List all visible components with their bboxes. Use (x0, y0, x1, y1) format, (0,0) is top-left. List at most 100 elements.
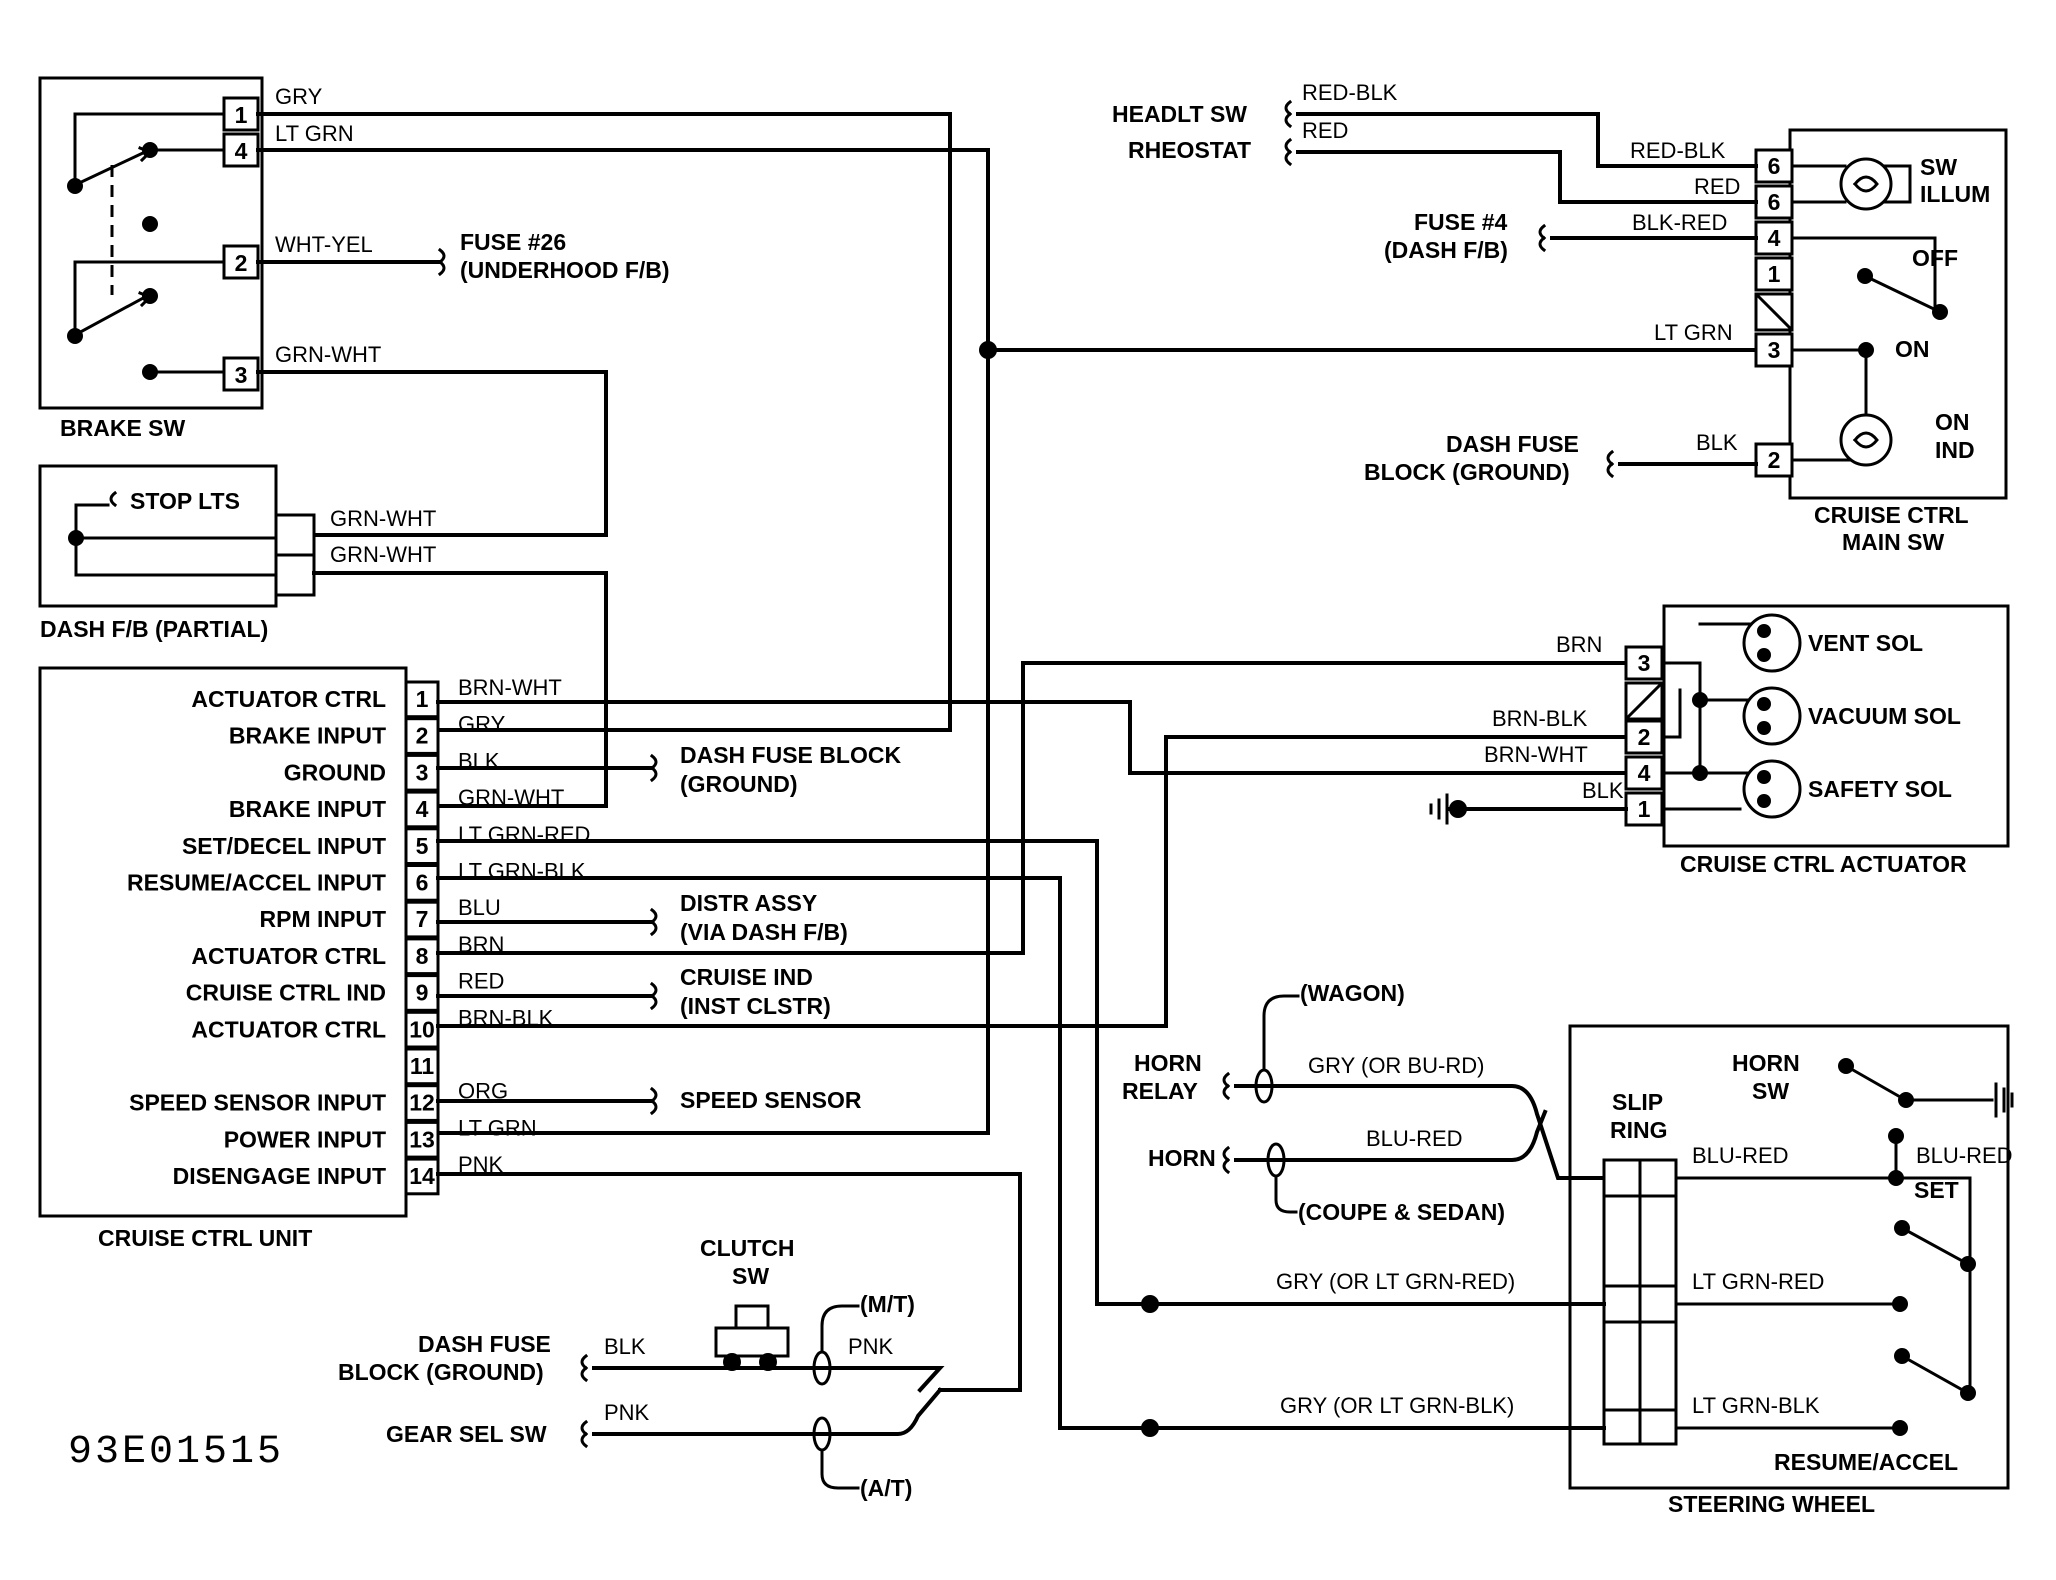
dash-fb-terminal (274, 553, 316, 597)
brake-sw-internal-wire (73, 112, 226, 187)
mt-label: (M/T) (860, 1291, 915, 1317)
sw-illum-label: ILLUM (1920, 181, 1990, 207)
cruise-unit-title: CRUISE CTRL UNIT (98, 1225, 312, 1251)
cruise-unit-pin-10 (404, 1010, 440, 1049)
terminal-dot (67, 178, 83, 194)
wire-brn-wht-actuator (436, 700, 1628, 775)
wire-label: LT GRN (1654, 320, 1733, 345)
cruise-unit-pin-label: RESUME/ACCEL INPUT (127, 870, 386, 896)
coupe-sedan-label: (COUPE & SEDAN) (1298, 1199, 1505, 1225)
wire-brn-actuator (436, 661, 1628, 955)
pin-number: 6 (416, 870, 429, 896)
wire-label: GRY (OR LT GRN-RED) (1276, 1269, 1515, 1294)
at-label: (A/T) (860, 1475, 912, 1501)
wire-brn-blk-actuator (436, 735, 1628, 1028)
terminal-dot (759, 1353, 777, 1371)
splice-dot (1692, 765, 1708, 781)
splice-dot (1141, 1419, 1159, 1437)
wire-label: BLK (1582, 778, 1624, 803)
wire-pnk-disengage (436, 1172, 1022, 1392)
on-label: ON (1895, 336, 1930, 362)
pin-number: 2 (1768, 447, 1781, 473)
solenoid-terminal (1757, 794, 1771, 808)
solenoid-terminal (1757, 721, 1771, 735)
wire-label: BLU (458, 895, 501, 920)
wire-lt-grn-blk-resume (436, 876, 1152, 1430)
wire-blk-pnk-clutch (592, 1366, 945, 1393)
pin-number: 4 (235, 138, 248, 164)
wire-label: RED (1694, 174, 1740, 199)
wire-label: BLK (1696, 430, 1738, 455)
main-sw-pin-6a (1754, 148, 1794, 184)
clutch-ground-label: DASH FUSE (418, 1331, 551, 1357)
pin-number: 9 (416, 980, 429, 1006)
wire-label: GRY (458, 712, 506, 737)
wire-label: BLU-RED (1692, 1143, 1789, 1168)
option-leader (820, 1448, 860, 1490)
set-label: SET (1914, 1177, 1959, 1203)
pin-number: 6 (1768, 189, 1781, 215)
vent-sol-icon (1742, 613, 1802, 673)
wire-red-rheostat (1296, 150, 1758, 204)
horn-relay-label: HORN (1134, 1050, 1202, 1076)
splice-dot (1692, 692, 1708, 708)
sw-illum-label: SW (1920, 154, 1957, 180)
steering-wheel-box (1568, 1024, 2010, 1490)
connector-break-icon (1284, 137, 1293, 167)
pin-number: 4 (1768, 225, 1781, 251)
pin-number: 13 (409, 1126, 435, 1152)
solenoid-terminal (1757, 770, 1771, 784)
dest-distr-assy: DISTR ASSY (680, 890, 817, 916)
pin-number: 2 (235, 250, 248, 276)
cruise-unit-pin-label: BRAKE INPUT (229, 796, 386, 822)
clutch-sw-label: CLUTCH (700, 1235, 795, 1261)
blank-cavity-mark (1624, 681, 1664, 721)
terminal-dot (142, 216, 158, 232)
cruise-control-main-switch: 6 6 4 1 3 2 SW ILLUM OFF ON ON IND CRUIS… (1754, 128, 2008, 555)
resume-accel-label: RESUME/ACCEL (1774, 1449, 1958, 1475)
cruise-unit-pin-label: ACTUATOR CTRL (191, 1016, 386, 1042)
wire-label: GRN-WHT (330, 542, 436, 567)
connector-break-icon (1222, 1145, 1231, 1175)
wire-label: BLU-RED (1916, 1143, 2013, 1168)
illum-lamp-wires (1790, 164, 1912, 204)
pin-number: 3 (1638, 650, 1651, 676)
wire-label: PNK (848, 1334, 894, 1359)
pin-number: 10 (409, 1016, 435, 1042)
safety-sol-label: SAFETY SOL (1808, 776, 1952, 802)
pin-number: 3 (416, 759, 429, 785)
connector-break-icon (1222, 1071, 1231, 1101)
dash-fuse-ground-label: BLOCK (GROUND) (1364, 459, 1570, 485)
horn-sw-label: SW (1752, 1078, 1789, 1104)
cruise-unit-pin-8 (404, 937, 440, 976)
cruise-unit-pin-6 (404, 864, 440, 902)
actuator-title: CRUISE CTRL ACTUATOR (1680, 851, 1967, 877)
pin-number: 6 (1768, 153, 1781, 179)
main-sw-pin-2 (1754, 442, 1794, 478)
fuse-26-location: (UNDERHOOD F/B) (460, 257, 670, 283)
cruise-unit-pin-11 (404, 1047, 440, 1086)
sw-illum-lamp-icon (1839, 157, 1893, 211)
wire-label: PNK (604, 1400, 650, 1425)
terminal-dot (1932, 304, 1948, 320)
connector-break-icon (580, 1353, 589, 1383)
cruise-unit-pin-label: SPEED SENSOR INPUT (129, 1090, 386, 1116)
pin-number: 1 (1638, 796, 1651, 822)
dash-fb-internal-wire (74, 503, 110, 540)
actuator-internal-wire (1660, 688, 1682, 739)
pin-number: 11 (410, 1053, 435, 1079)
lamp-filament-icon (1852, 175, 1879, 193)
actuator-pin-3 (1624, 645, 1664, 681)
fuse-26-label: FUSE #26 (460, 229, 566, 255)
clutch-sw-label: SW (732, 1263, 769, 1289)
stop-lts-label: STOP LTS (130, 488, 240, 514)
connector-break-icon (580, 1419, 589, 1449)
solenoid-terminal (1757, 648, 1771, 662)
cruise-unit-pin-label: BRAKE INPUT (229, 723, 386, 749)
cruise-unit-pin-9 (404, 974, 440, 1012)
wire-label: BLK (604, 1334, 646, 1359)
steering-wheel-title: STEERING WHEEL (1668, 1491, 1875, 1517)
actuator-box (1662, 604, 2010, 848)
